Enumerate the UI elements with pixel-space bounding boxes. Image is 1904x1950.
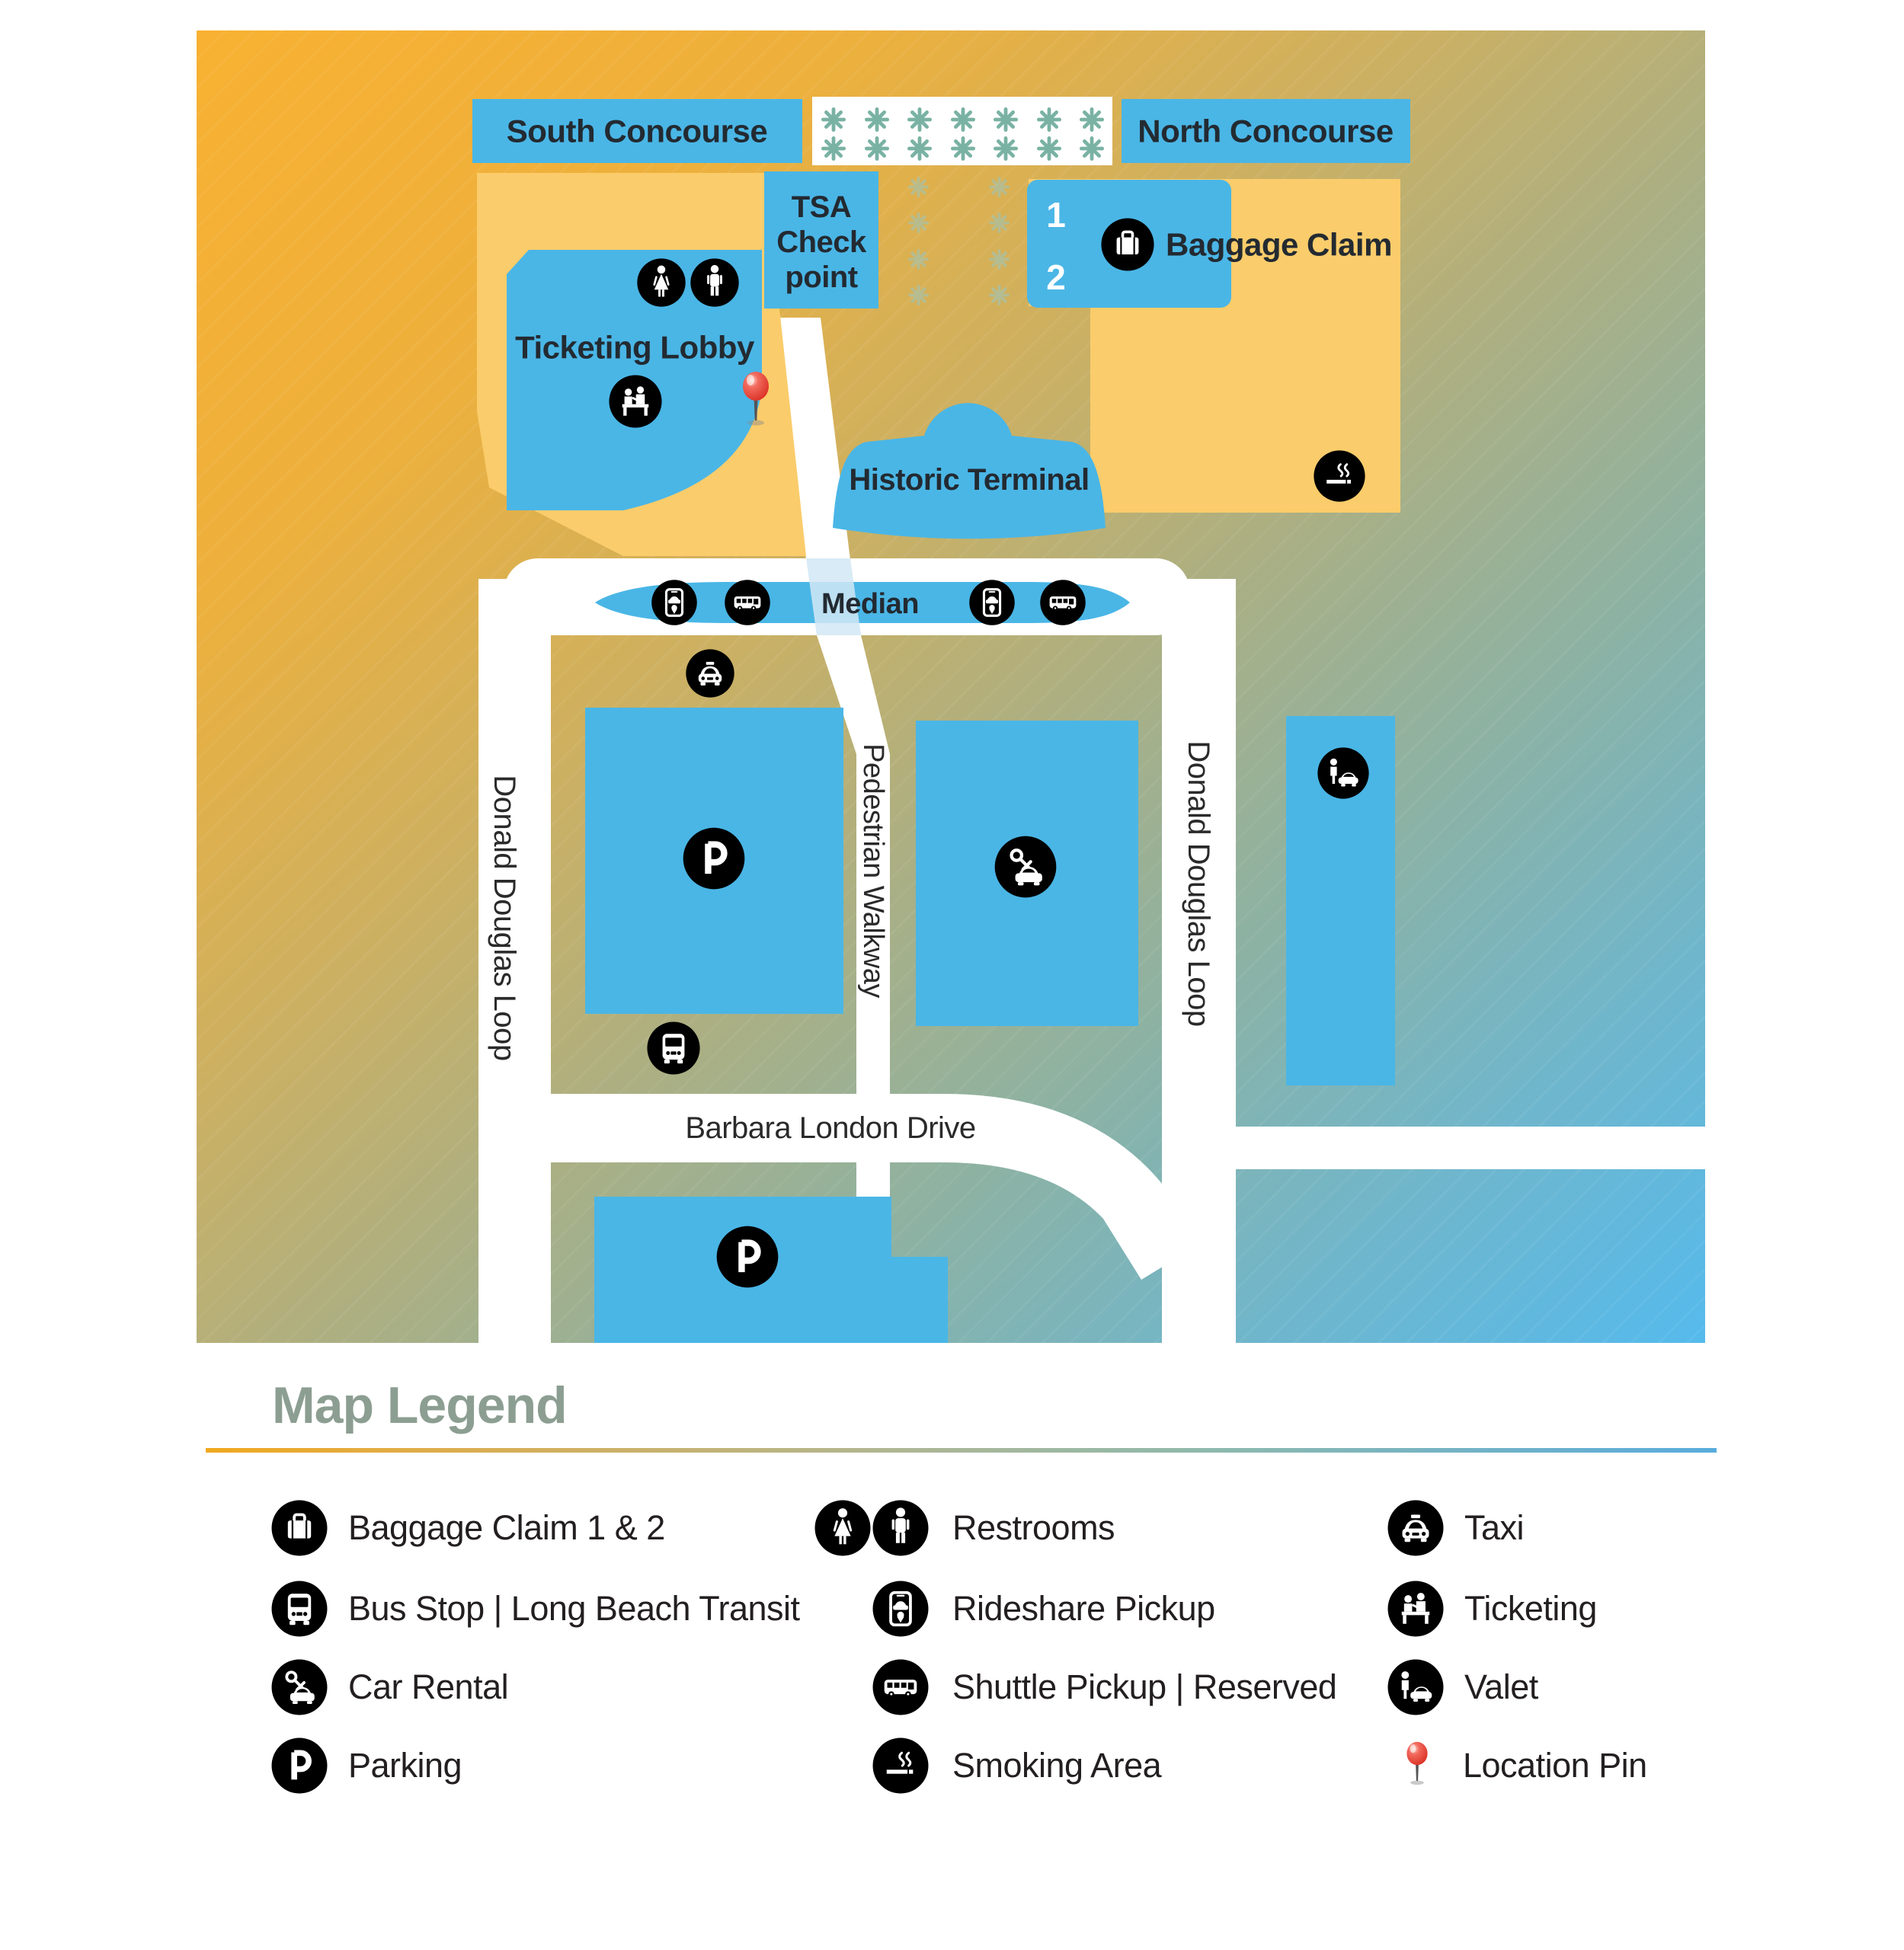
legend-item-label: Taxi <box>1464 1508 1525 1547</box>
taxi-icon <box>686 649 734 698</box>
restroom-man-icon <box>690 258 739 307</box>
legend-item-label: Valet <box>1464 1667 1538 1706</box>
legend-item-label: Baggage Claim 1 & 2 <box>348 1508 665 1547</box>
carousel-1-label: 1 <box>1046 195 1066 235</box>
car-rental-icon <box>270 1658 328 1716</box>
tsa-label-line2: Check <box>776 225 867 259</box>
rideshare-pickup-icon <box>651 579 698 626</box>
ticketing-lobby-label: Ticketing Lobby <box>515 330 755 366</box>
pedestrian-walkway-upper <box>779 318 850 560</box>
rideshare-pickup-icon <box>968 579 1016 626</box>
legend-item-baggage-claim: Baggage Claim 1 & 2 <box>270 1494 665 1562</box>
parking-icon <box>717 1226 779 1288</box>
smoking-area-icon <box>872 1737 930 1795</box>
parking-icon <box>270 1737 328 1795</box>
shuttle-pickup-icon <box>725 580 770 625</box>
crosswalk <box>806 558 861 635</box>
legend-item-label: Bus Stop | Long Beach Transit <box>348 1589 800 1628</box>
tsa-label-line3: point <box>785 261 857 294</box>
smoking-area-icon <box>1313 449 1366 503</box>
valet-icon <box>1317 747 1369 799</box>
legend-item-taxi: Taxi <box>1387 1494 1525 1562</box>
tsa-label-line1: TSA <box>792 190 852 224</box>
north-concourse-label: North Concourse <box>1138 113 1394 149</box>
bus-stop-icon <box>647 1021 700 1075</box>
rideshare-pickup-icon <box>872 1580 930 1638</box>
legend-item-valet: Valet <box>1387 1653 1538 1721</box>
terminal-map: South Concourse North Concourse TSA Chec… <box>197 30 1705 1343</box>
historic-terminal-building <box>833 403 1106 539</box>
legend-item-label: Shuttle Pickup | Reserved <box>952 1667 1337 1706</box>
pedestrian-walkway-lower <box>817 635 890 1343</box>
taxi-icon <box>1387 1499 1445 1557</box>
legend-item-label: Location Pin <box>1463 1746 1647 1785</box>
location-pin-icon <box>1387 1731 1448 1800</box>
car-rental-icon <box>995 836 1057 898</box>
valet-icon <box>1387 1658 1445 1716</box>
barbara-london-drive-road <box>527 1094 1204 1280</box>
legend-item-label: Ticketing <box>1464 1589 1597 1628</box>
legend-item-smoking: Smoking Area <box>872 1731 1162 1800</box>
baggage-claim-label: Baggage Claim <box>1166 227 1392 263</box>
north-concourse-bar <box>1122 99 1410 163</box>
south-concourse-bar <box>472 99 802 163</box>
legend-item-shuttle: Shuttle Pickup | Reserved <box>872 1653 1337 1721</box>
ticketing-icon <box>1387 1580 1445 1638</box>
legend-item-ticketing: Ticketing <box>1387 1574 1597 1643</box>
median-label: Median <box>821 588 919 620</box>
bus-stop-icon <box>270 1580 328 1638</box>
shuttle-pickup-icon <box>872 1658 930 1716</box>
legend-item-car-rental: Car Rental <box>270 1653 509 1721</box>
legend-item-bus-stop: Bus Stop | Long Beach Transit <box>270 1574 800 1643</box>
legend-item-label: Restrooms <box>952 1508 1115 1547</box>
legend-item-restrooms: Restrooms <box>814 1494 1115 1562</box>
donald-douglas-loop-west <box>478 579 551 1343</box>
carousel-2-label: 2 <box>1046 257 1066 297</box>
legend-item-label: Car Rental <box>348 1667 509 1706</box>
east-exit-road <box>1179 1127 1705 1169</box>
legend-item-label: Rideshare Pickup <box>952 1589 1215 1628</box>
historic-terminal-label: Historic Terminal <box>849 463 1089 497</box>
legend-item-parking: Parking <box>270 1731 462 1800</box>
donald-douglas-loop-east-label: Donald Douglas Loop <box>1182 740 1215 1026</box>
barbara-london-drive-label: Barbara London Drive <box>685 1111 975 1145</box>
baggage-claim-icon <box>270 1499 328 1557</box>
shuttle-pickup-icon <box>1040 580 1086 625</box>
legend-title: Map Legend <box>272 1376 568 1434</box>
legend-item-rideshare: Rideshare Pickup <box>872 1574 1215 1643</box>
ticketing-icon <box>608 374 663 429</box>
south-concourse-label: South Concourse <box>507 113 768 149</box>
legend-item-location-pin: Location Pin <box>1387 1731 1647 1800</box>
tsa-checkpoint-area <box>764 171 878 308</box>
legend-item-label: Parking <box>348 1746 462 1785</box>
legend-item-label: Smoking Area <box>952 1746 1162 1785</box>
pedestrian-walkway-label: Pedestrian Walkway <box>857 743 889 998</box>
legend-divider <box>206 1448 1717 1453</box>
restroom-man-icon <box>872 1499 930 1557</box>
baggage-claim-icon <box>1100 217 1155 272</box>
donald-douglas-loop-west-label: Donald Douglas Loop <box>488 775 521 1060</box>
parking-icon <box>683 828 745 890</box>
restroom-woman-icon <box>636 257 686 308</box>
restroom-woman-icon <box>814 1499 872 1557</box>
